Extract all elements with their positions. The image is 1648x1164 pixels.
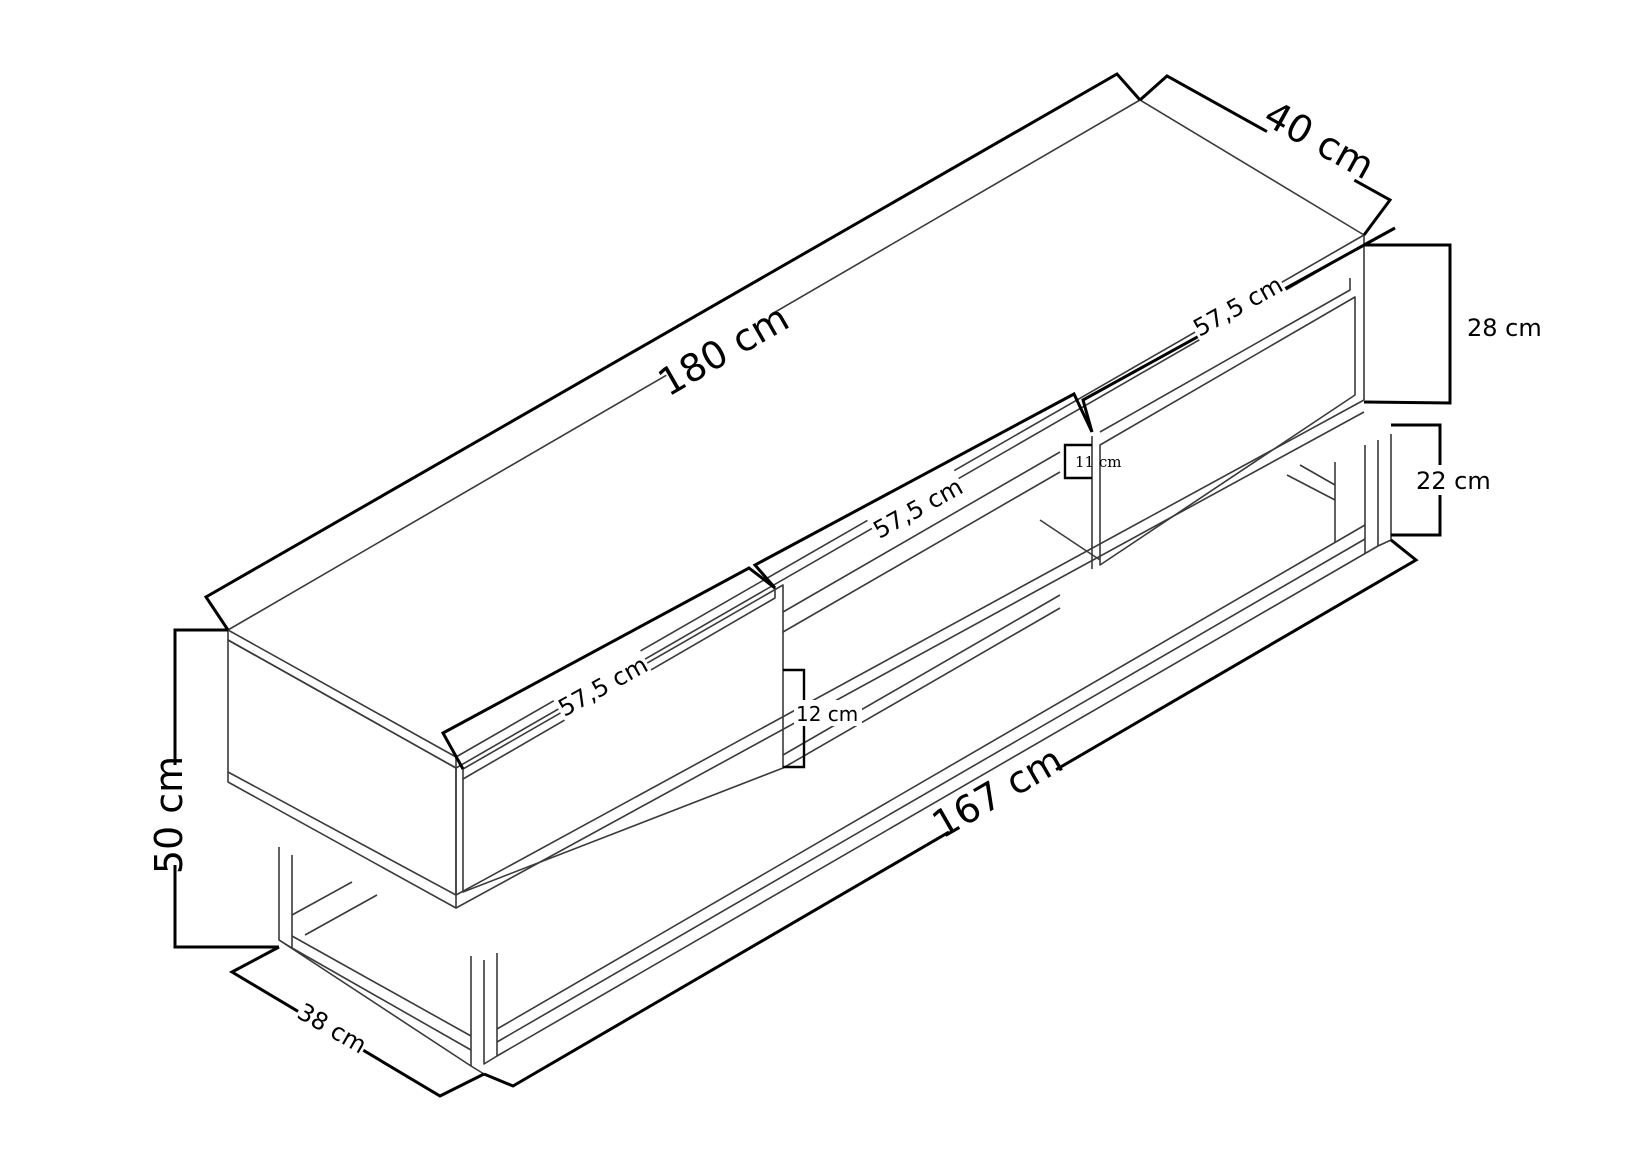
- top-panel-left-edge: [227, 630, 457, 769]
- dim-line-left-drawer: [440, 566, 776, 770]
- label-shelf-height: 12 cm: [796, 702, 858, 726]
- label-depth: 40 cm: [1257, 92, 1382, 188]
- left-side-face: [227, 639, 457, 896]
- label-leg-height: 22 cm: [1416, 467, 1491, 495]
- middle-shelf-inner-line: [1039, 519, 1101, 561]
- metal-base-frame: [278, 434, 1392, 1075]
- middle-shelf-board-2: [782, 607, 1061, 769]
- middle-shelf-back-upper: [782, 451, 1061, 613]
- right-drawer-front: [1099, 296, 1356, 566]
- label-base-width: 167 cm: [925, 738, 1070, 847]
- bottom-board-front-2: [455, 411, 1365, 909]
- dim-line-right-drawer: [1081, 226, 1396, 433]
- right-drawer-top-lip: [1099, 278, 1351, 433]
- label-drawer-height: 28 cm: [1467, 314, 1542, 342]
- dim-line-middle-shelf: [752, 391, 1094, 589]
- bottom-board-front: [455, 399, 1365, 896]
- dim-line-shelf-gap: [1063, 443, 1092, 480]
- tv-stand-outline: [227, 99, 1392, 1075]
- top-panel: [227, 99, 1365, 758]
- dimension-lines: [173, 72, 1452, 1098]
- bottom-board-left: [227, 772, 457, 909]
- dim-line-total-width: [203, 72, 1142, 631]
- dim-line-drawer-height: [1363, 243, 1452, 405]
- label-base-depth: 38 cm: [293, 998, 372, 1060]
- left-drawer-front: [462, 584, 784, 893]
- middle-shelf-back-lower: [782, 471, 1061, 633]
- label-total-height: 50 cm: [147, 756, 191, 874]
- middle-shelf-board: [782, 594, 1061, 756]
- label-shelf-gap: 11 cm: [1075, 453, 1121, 471]
- dimension-labels: 180 cm 40 cm 50 cm 38 cm 167 cm 57,5 cm: [140, 92, 1542, 1059]
- label-total-width: 180 cm: [651, 296, 796, 405]
